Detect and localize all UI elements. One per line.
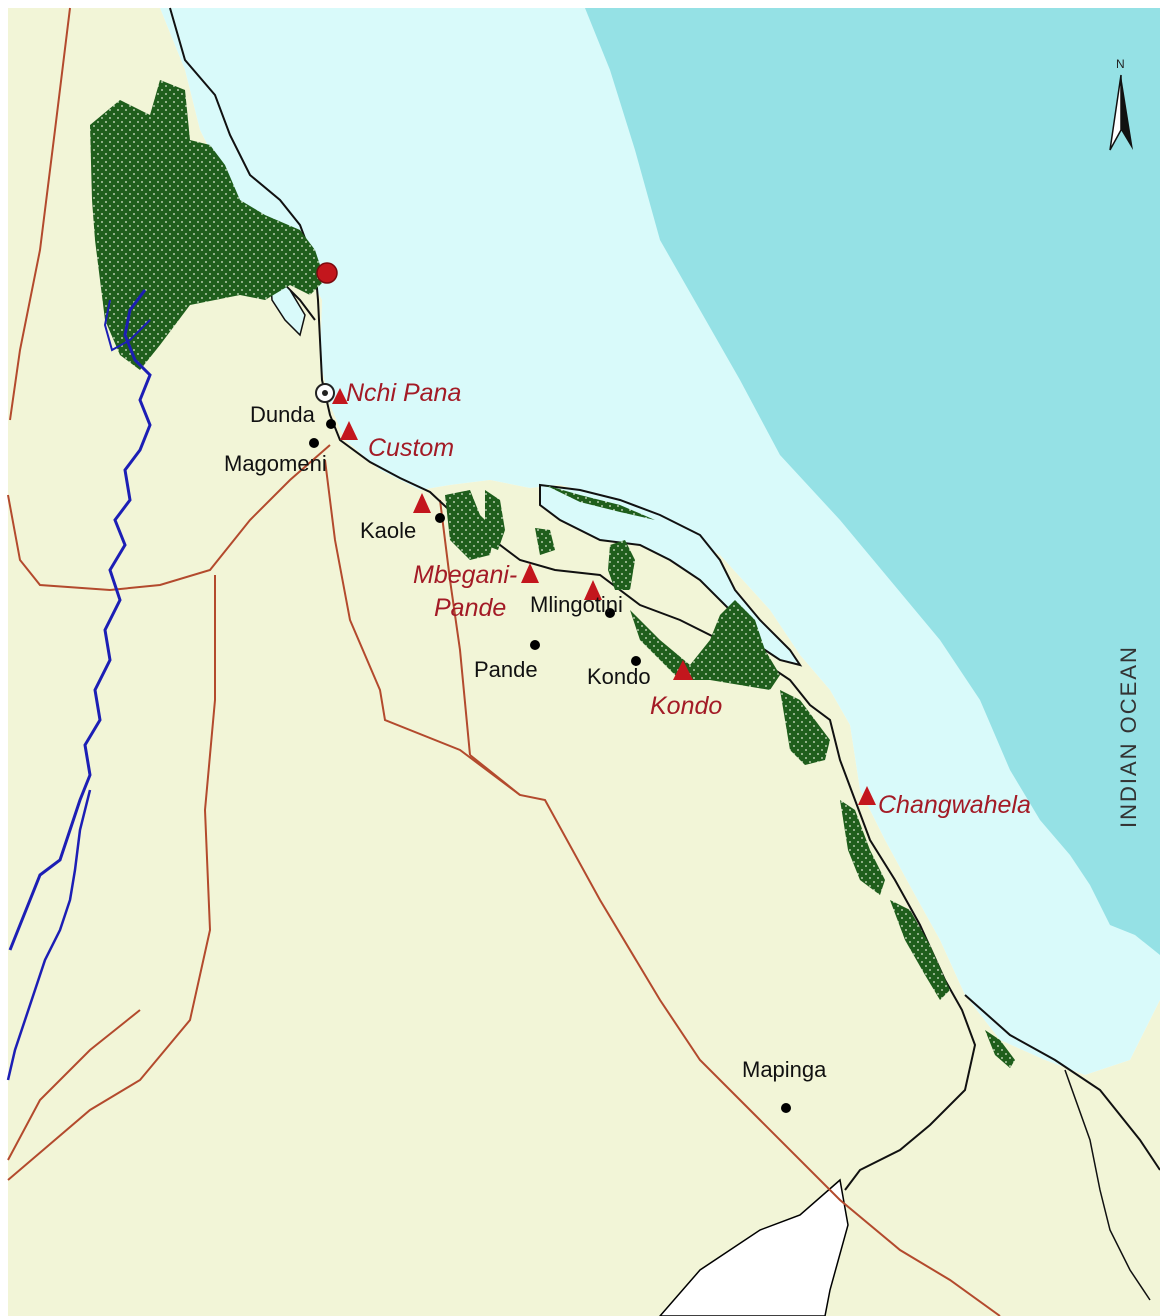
- town-label-mapinga: Mapinga: [742, 1057, 827, 1082]
- site-markers: [332, 388, 876, 805]
- bullseye-marker: [315, 383, 335, 403]
- mangrove-mbegani-2: [535, 528, 555, 555]
- site-label-mbegani-line1: Mbegani-: [413, 561, 517, 589]
- roads: [7, 7, 1001, 1316]
- site-label-kondo: Kondo: [650, 692, 722, 720]
- town-dot-mlingotini: [605, 608, 615, 618]
- mangrove-coast-2: [840, 800, 885, 895]
- town-dot-magomeni: [309, 438, 319, 448]
- site-marker-kondo: [673, 660, 693, 680]
- town-label-magomeni: Magomeni: [224, 451, 327, 476]
- site-marker-changwahela: [858, 786, 876, 805]
- road-5: [7, 575, 216, 1181]
- mangrove-lagoon-rim: [545, 485, 655, 520]
- river: [8, 289, 152, 951]
- road-6: [7, 1009, 141, 1161]
- site-marker-custom: [340, 421, 358, 440]
- river-branch: [6, 789, 92, 1081]
- mangrove-north: [90, 80, 325, 370]
- mangrove-mbegani-1: [485, 490, 505, 550]
- road-7: [469, 754, 521, 796]
- town-dot-kondo: [631, 656, 641, 666]
- mangrove-coast-4: [985, 1030, 1015, 1068]
- coast-east: [964, 994, 1160, 1171]
- site-label-nchi-pana: Nchi Pana: [346, 379, 461, 407]
- mangrove-coast-1: [780, 690, 830, 765]
- river-delta: [103, 299, 151, 352]
- town-dots: [309, 419, 791, 1113]
- road-2: [7, 444, 331, 592]
- mangroves: [90, 80, 1015, 1068]
- land: [8, 8, 1160, 1316]
- site-marker-mlingotini: [584, 580, 602, 600]
- town-label-mlingotini: Mlingotini: [530, 592, 623, 617]
- site-marker-nchi-pana: [332, 388, 348, 404]
- town-label-pande: Pande: [474, 657, 538, 682]
- white-area: [659, 1178, 849, 1316]
- site-marker-mbegani: [521, 563, 539, 583]
- site-circle-marker: [316, 262, 338, 284]
- coast-southeast: [1064, 1069, 1151, 1301]
- road-4: [439, 499, 471, 756]
- town-label-kaole: Kaole: [360, 518, 416, 543]
- road-3: [324, 459, 1001, 1316]
- mangrove-coast-3: [890, 900, 950, 1000]
- town-label-kondo: Kondo: [587, 664, 651, 689]
- north-arrow-icon: N: [1109, 57, 1133, 151]
- site-marker-kaole: [413, 493, 431, 513]
- town-dot-kaole: [435, 513, 445, 523]
- site-label-changwahela: Changwahela: [878, 791, 1031, 819]
- town-dot-mapinga: [781, 1103, 791, 1113]
- road-1: [9, 7, 71, 421]
- site-label-mbegani-line2: Pande: [434, 594, 506, 622]
- town-label-dunda: Dunda: [250, 402, 316, 427]
- lagoon: [539, 483, 803, 667]
- town-dot-dunda: [326, 419, 336, 429]
- mangrove-kaole: [445, 490, 495, 560]
- site-label-custom: Custom: [368, 434, 454, 462]
- sea-deep: [585, 8, 1160, 955]
- mangrove-mlingotini: [608, 540, 635, 590]
- town-dot-pande: [530, 640, 540, 650]
- north-arrow-label: N: [1116, 57, 1125, 71]
- mangrove-kondo: [630, 600, 780, 690]
- ocean-label: INDIAN OCEAN: [1116, 645, 1141, 828]
